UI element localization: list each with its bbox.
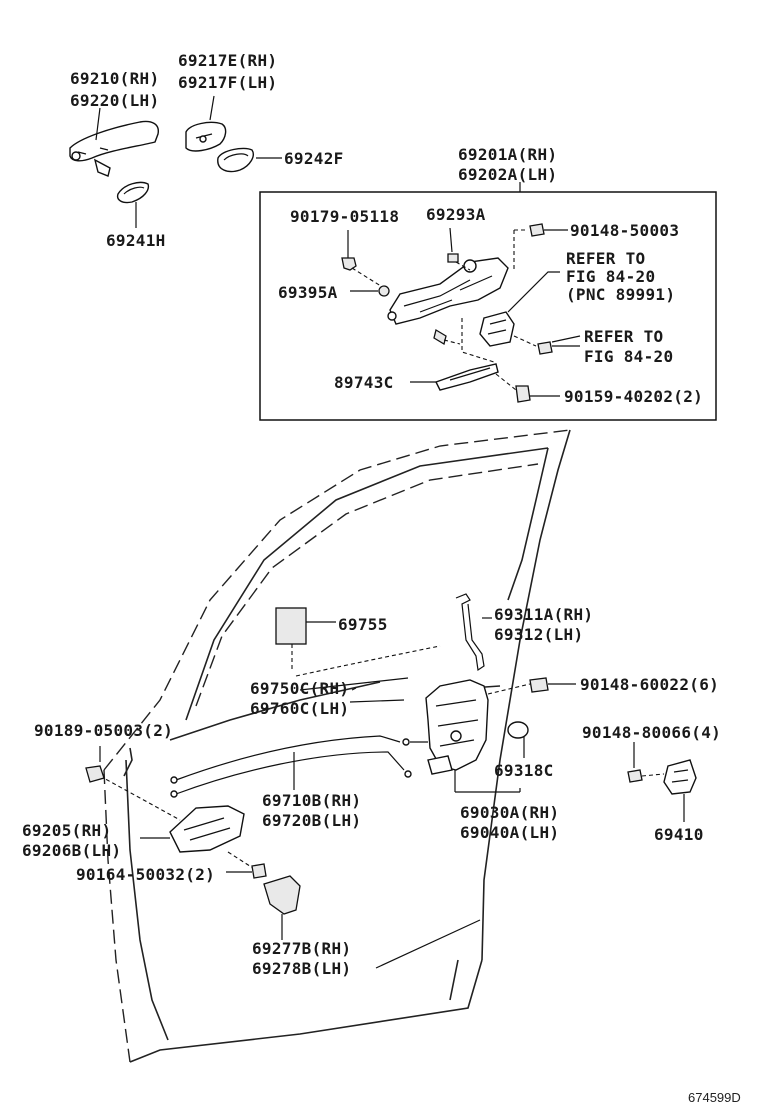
diagram-id: 674599D bbox=[688, 1090, 741, 1105]
label-bezel-lh: 69278B(LH) bbox=[252, 959, 351, 978]
label-bolt: 90159-40202(2) bbox=[564, 387, 703, 406]
label-clip: 69395A bbox=[278, 283, 338, 302]
label-refer1-line3: (PNC 89991) bbox=[566, 285, 675, 304]
label-cable-lower-rh: 69710B(RH) bbox=[262, 791, 361, 810]
label-refer1-line1: REFER TO bbox=[566, 249, 645, 268]
label-striker: 69410 bbox=[654, 825, 704, 844]
lock-cylinder-drawing bbox=[387, 257, 515, 391]
label-lock-cyl-rh: 69201A(RH) bbox=[458, 145, 557, 164]
lock-assembly-box bbox=[259, 191, 717, 421]
label-handle-pad-rear: 69241H bbox=[106, 231, 166, 250]
label-handle-cover-lh: 69217F(LH) bbox=[178, 73, 277, 92]
label-inside-handle-lh: 69206B(LH) bbox=[22, 841, 121, 860]
label-lock-rod-rh: 69311A(RH) bbox=[494, 605, 593, 624]
label-screw-b: 69293A bbox=[426, 205, 486, 224]
label-cable-lower-lh: 69720B(LH) bbox=[262, 811, 361, 830]
inside-handle-drawing bbox=[85, 746, 267, 879]
box-fasteners bbox=[341, 223, 581, 403]
label-lock-rod-lh: 69312(LH) bbox=[494, 625, 583, 644]
label-screw-a: 90179-05118 bbox=[290, 207, 399, 226]
label-pad: 69755 bbox=[338, 615, 388, 634]
label-lock-cyl-lh: 69202A(LH) bbox=[458, 165, 557, 184]
label-bezel-rh: 69277B(RH) bbox=[252, 939, 351, 958]
label-outer-handle-rh: 69210(RH) bbox=[70, 69, 159, 88]
label-outer-handle-lh: 69220(LH) bbox=[70, 91, 159, 110]
label-refer1-line2: FIG 84-20 bbox=[566, 267, 655, 286]
label-screw-striker: 90148-80066(4) bbox=[582, 723, 721, 742]
lock-rod-drawing bbox=[455, 593, 492, 672]
label-screw-handle: 90164-50032(2) bbox=[76, 865, 215, 884]
label-refer2-line2: FIG 84-20 bbox=[584, 347, 673, 366]
label-door-lock-lh: 69040A(LH) bbox=[460, 823, 559, 842]
outside-handle-drawing bbox=[69, 107, 159, 177]
handle-pad-rear-drawing bbox=[116, 181, 150, 228]
label-protector: 89743C bbox=[334, 373, 394, 392]
striker-drawing bbox=[627, 742, 697, 822]
label-refer2-line1: REFER TO bbox=[584, 327, 663, 346]
label-clip-inner: 90189-05003(2) bbox=[34, 721, 173, 740]
label-cable-upper-rh: 69750C(RH) bbox=[250, 679, 349, 698]
pad-drawing bbox=[275, 607, 307, 645]
label-screw-c: 90148-50003 bbox=[570, 221, 679, 240]
label-screw-lock: 90148-60022(6) bbox=[580, 675, 719, 694]
label-handle-cover-rh: 69217E(RH) bbox=[178, 51, 277, 70]
handle-pad-drawing bbox=[217, 147, 282, 173]
door-lock-drawing bbox=[425, 677, 576, 793]
cables-drawing bbox=[170, 645, 441, 798]
bezel-drawing bbox=[263, 875, 301, 915]
handle-cover-drawing bbox=[185, 95, 227, 152]
label-handle-pad: 69242F bbox=[284, 149, 344, 168]
label-inside-handle-rh: 69205(RH) bbox=[22, 821, 111, 840]
label-door-lock-rh: 69030A(RH) bbox=[460, 803, 559, 822]
label-cable-upper-lh: 69760C(LH) bbox=[250, 699, 349, 718]
label-grommet: 69318C bbox=[494, 761, 554, 780]
